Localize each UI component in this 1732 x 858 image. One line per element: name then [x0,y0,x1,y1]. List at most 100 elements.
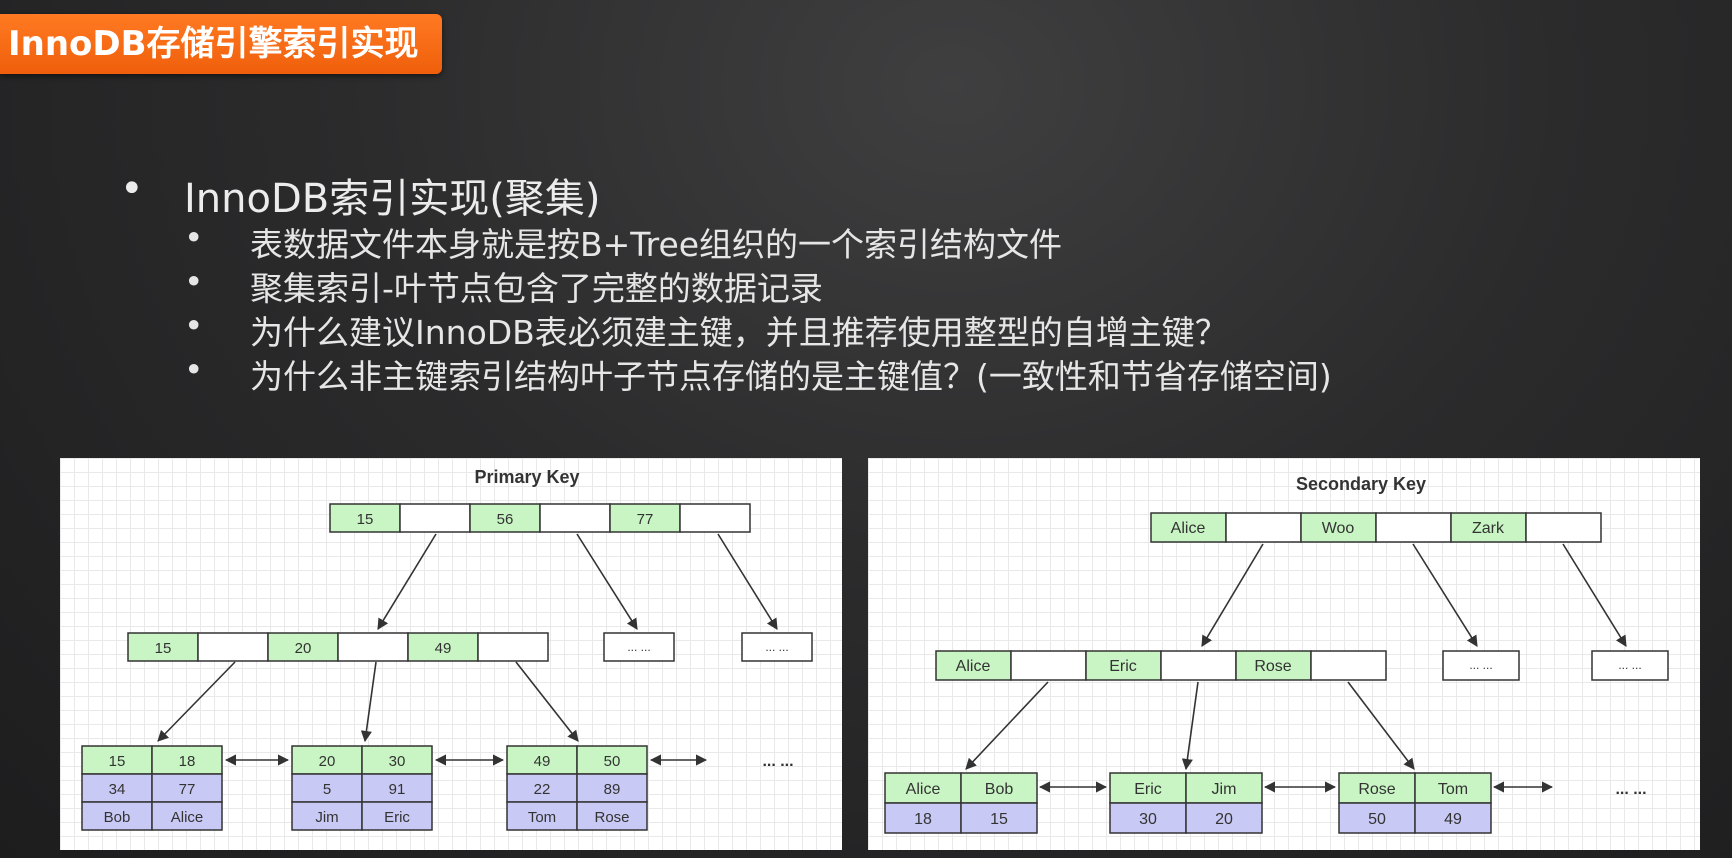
leaf-value: 22 [534,781,551,798]
pointer-cell [1225,512,1302,543]
leaf-value: Eric [384,809,410,826]
key-text: Woo [1322,520,1355,537]
leaf-value: Bob [104,809,131,826]
key-text: Alice [1171,520,1206,537]
main-bullet-text: InnoDB索引实现(聚集) [184,176,601,222]
key-text: 77 [637,511,654,528]
pointer-arrow [157,661,236,742]
leaf-node: 20 30 5 91 Jim Eric [291,745,433,831]
leaf-value: 5 [323,781,331,798]
pointer-cell [1375,512,1452,543]
secondary-key-tree: Secondary Key Alice Woo Zark Alice Eric … [884,474,1669,834]
bullet-dot: • [184,218,204,257]
key-cell [407,632,479,662]
key-cell [329,503,401,533]
pointer-arrow [1181,681,1199,771]
pointer-cell [539,503,611,533]
pointer-arrow [515,661,579,742]
key-text: 15 [357,511,374,528]
leaf-node: 15 18 34 77 Bob Alice [81,745,223,831]
sub-bullet-text: 表数据文件本身就是按B+Tree组织的一个索引结构文件 [250,225,1063,264]
leaf-key: 18 [179,753,196,770]
key-text: Rose [1254,658,1291,675]
key-text: Zark [1472,520,1505,537]
key-text: 49 [435,640,452,657]
leaf-key: Alice [906,781,941,798]
placeholder-node: ... ... [1591,650,1669,681]
leaf-value: 50 [1368,811,1386,828]
leaf-value: Jim [315,809,338,826]
leaf-value: 34 [109,781,126,798]
leaf-key: 30 [389,753,406,770]
internal-node: Alice Eric Rose [935,650,1387,681]
more-leaves-text: ... ... [1615,781,1646,798]
key-text: Eric [1109,658,1137,675]
leaf-value: 91 [389,781,406,798]
root-node: Alice Woo Zark [1150,512,1602,543]
leaf-value: 20 [1215,811,1233,828]
pointer-arrow [576,533,638,630]
pointer-arrow [1562,543,1627,647]
placeholder-node: ... ... [741,632,813,662]
sub-bullet-text: 聚集索引-叶节点包含了完整的数据记录 [250,269,823,308]
bullet-dot: • [184,262,204,301]
leaf-key: Tom [1438,781,1468,798]
primary-key-diagram: Primary Key 15 56 77 15 20 49 [60,458,842,850]
pointer-cell [1525,512,1602,543]
key-text: 15 [155,640,172,657]
leaf-value: Rose [594,809,629,826]
leaf-value: 77 [179,781,196,798]
leaf-value: 18 [914,811,932,828]
leaf-value: 49 [1444,811,1462,828]
key-cell [935,650,1012,681]
pointer-cell [1010,650,1087,681]
pointer-arrow [360,661,377,743]
key-text: Alice [956,658,991,675]
pointer-arrow [1412,543,1478,647]
leaf-value: 30 [1139,811,1157,828]
pointer-cell [1310,650,1387,681]
diagram-title: Primary Key [474,467,579,487]
root-node: 15 56 77 [329,503,751,533]
leaf-key: 50 [604,753,621,770]
key-cell [1450,512,1527,543]
leaf-key: Eric [1134,781,1162,798]
leaf-node: Alice Bob 18 15 [884,772,1038,834]
pointer-arrow [717,533,778,630]
key-cell [267,632,339,662]
placeholder-node: ... ... [1442,650,1520,681]
pointer-arrow [1347,681,1415,770]
key-cell [127,632,199,662]
bullet-dot: • [184,350,204,389]
leaf-node: Eric Jim 30 20 [1109,772,1263,834]
key-cell [1235,650,1312,681]
bullet-dot: • [120,166,144,212]
placeholder-text: ... ... [1618,658,1641,672]
leaf-value: 15 [990,811,1008,828]
secondary-key-diagram: Secondary Key Alice Woo Zark Alice Eric … [868,458,1700,850]
leaf-key: Bob [985,781,1014,798]
internal-node: 15 20 49 [127,632,549,662]
placeholder-text: ... ... [765,640,788,654]
pointer-arrow [1201,543,1264,647]
leaf-value: 89 [604,781,621,798]
leaf-node: 49 50 22 89 Tom Rose [506,745,648,831]
leaf-key: 20 [319,753,336,770]
key-cell [1300,512,1377,543]
leaf-value: Tom [528,809,556,826]
diagram-title: Secondary Key [1296,474,1426,494]
key-text: 56 [497,511,514,528]
leaf-key: 49 [534,753,551,770]
pointer-cell [679,503,751,533]
leaf-node: Rose Tom 50 49 [1338,772,1492,834]
leaf-key: Jim [1212,781,1237,798]
key-cell [469,503,541,533]
pointer-cell [197,632,269,662]
placeholder-text: ... ... [1469,658,1492,672]
pointer-arrow [965,681,1049,770]
sub-bullet-text: 为什么建议InnoDB表必须建主键，并且推荐使用整型的自增主键？ [250,313,1228,352]
sub-bullet-text: 为什么非主键索引结构叶子节点存储的是主键值？(一致性和节省存储空间) [250,357,1332,396]
primary-key-tree: Primary Key 15 56 77 15 20 49 [81,467,813,831]
pointer-cell [399,503,471,533]
more-leaves-text: ... ... [762,753,793,770]
